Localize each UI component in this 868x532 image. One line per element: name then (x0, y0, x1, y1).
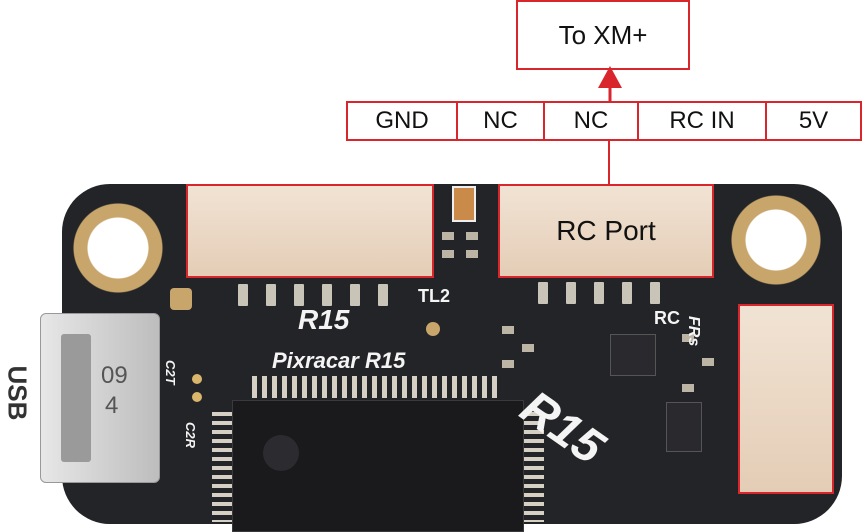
pad (538, 282, 548, 304)
smd-part (682, 334, 694, 342)
smd-part (442, 250, 454, 258)
pad (238, 284, 248, 306)
smd-part (702, 358, 714, 366)
smd-part (502, 360, 514, 368)
pin-gnd: GND (348, 103, 458, 139)
usb-id-2: 4 (105, 392, 119, 419)
chip-pins-left (212, 412, 232, 522)
pin-nc-1: NC (458, 103, 545, 139)
arrow-up-icon (598, 66, 622, 104)
pad (322, 284, 332, 306)
silk-frs: FRs (685, 316, 702, 347)
pad (594, 282, 604, 304)
usb-port-slot (61, 334, 91, 462)
connector-right (738, 304, 834, 494)
smd-part (522, 344, 534, 352)
smd-part (466, 250, 478, 258)
pad (378, 284, 388, 306)
pin-5v: 5V (798, 107, 829, 134)
usb-label: USB (2, 365, 33, 421)
mount-hole-right (730, 194, 822, 286)
test-pad (170, 288, 192, 310)
sensor-ic (610, 334, 656, 376)
test-pad (192, 374, 202, 384)
target-label: To XM+ (558, 19, 648, 50)
silk-c2t: C2T (163, 360, 178, 385)
silk-model: Pixracar R15 (272, 348, 406, 373)
chip-dot (263, 435, 299, 471)
test-pad (192, 392, 202, 402)
smd-part (442, 232, 454, 240)
status-led (452, 186, 476, 222)
pad (294, 284, 304, 306)
pad (266, 284, 276, 306)
pcb-board: RC Port R15 TL2 Pixracar R15 R15 RC FRs … (62, 184, 842, 532)
pinout-row: GND NC NC RC IN 5V (346, 101, 862, 141)
mcu-chip (232, 400, 524, 532)
target-label-box: To XM+ (516, 0, 690, 70)
connector-tl2 (186, 184, 434, 278)
silk-rc: RC (654, 308, 680, 328)
leader-line (608, 141, 610, 186)
rc-port-connector: RC Port (498, 184, 714, 278)
pad (650, 282, 660, 304)
test-pad (426, 322, 440, 336)
smd-part (466, 232, 478, 240)
regulator-ic (666, 402, 702, 452)
smd-part (502, 326, 514, 334)
pin-nc-2: NC (545, 103, 639, 139)
pad (566, 282, 576, 304)
rc-port-label: RC Port (556, 215, 656, 246)
pad (350, 284, 360, 306)
pad (622, 282, 632, 304)
silk-r15-small: R15 (298, 304, 350, 335)
smd-part (682, 384, 694, 392)
silk-c2r: C2R (183, 422, 198, 449)
usb-id-1: 09 (101, 362, 128, 389)
chip-pins-top (252, 376, 502, 398)
silk-tl2: TL2 (418, 286, 451, 306)
pin-rc-in: RC IN (639, 103, 767, 139)
micro-usb-connector: 09 4 (40, 313, 160, 483)
mount-hole-left (72, 202, 164, 294)
